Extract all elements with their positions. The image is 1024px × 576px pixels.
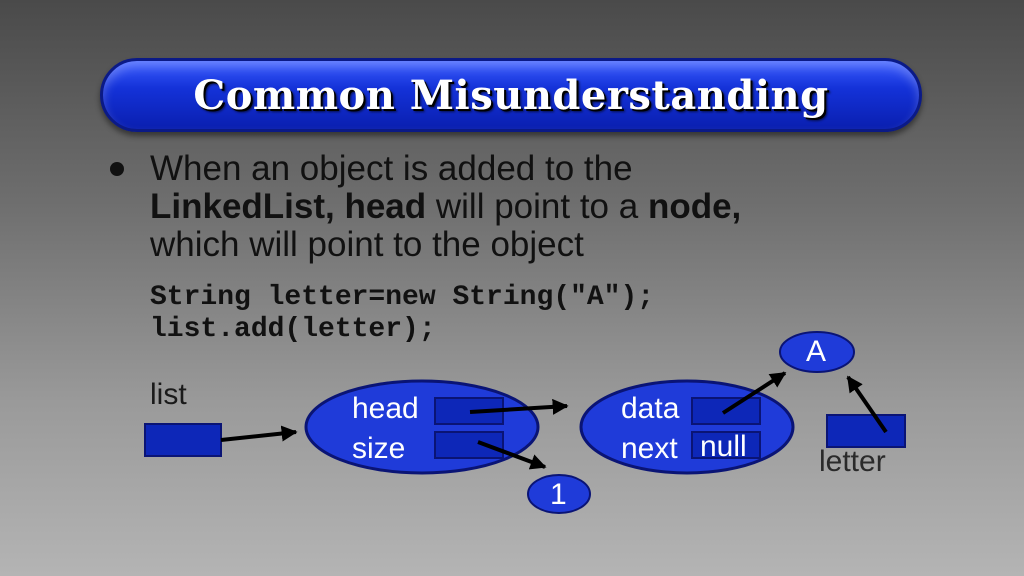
arrow-head-to-node	[469, 398, 569, 415]
bullet-bold-linkedlist-head: LinkedList, head	[150, 187, 427, 226]
size-field-label: size	[352, 432, 406, 465]
bullet-part1: When an object is added to the	[150, 149, 633, 188]
string-object	[779, 331, 855, 373]
letter-reference-box	[826, 414, 906, 448]
node-object	[579, 379, 795, 475]
string-object-label: A	[806, 335, 827, 368]
code-line-2: list.add(letter);	[150, 314, 436, 345]
size-value-label: 1	[550, 478, 567, 511]
arrow-letter-to-string	[846, 375, 888, 434]
data-field-label: data	[621, 392, 680, 425]
list-reference-box	[144, 423, 222, 457]
arrow-data-to-string	[721, 371, 787, 415]
null-label: null	[700, 430, 747, 463]
bullet-part3: will point to a	[426, 187, 648, 226]
bullet-text: When an object is added to the LinkedLis…	[150, 150, 930, 264]
arrow-list-to-linkedlist	[220, 425, 298, 442]
title-banner	[100, 58, 922, 132]
bullet-part5: which will point to the object	[150, 225, 584, 264]
size-field-box	[434, 431, 504, 459]
slide-title: Common Misunderstanding	[193, 71, 829, 119]
size-value-object	[527, 474, 591, 514]
linkedlist-object	[304, 379, 540, 475]
next-field-box	[691, 431, 761, 459]
letter-label: letter	[819, 445, 886, 478]
list-label: list	[150, 378, 187, 411]
code-line-1: String letter=new String("A");	[150, 282, 655, 313]
next-field-label: next	[621, 432, 678, 465]
arrow-size-to-value	[477, 440, 547, 470]
bullet-bold-node: node,	[647, 187, 742, 226]
head-field-label: head	[352, 392, 419, 425]
bullet-dot	[110, 162, 124, 176]
